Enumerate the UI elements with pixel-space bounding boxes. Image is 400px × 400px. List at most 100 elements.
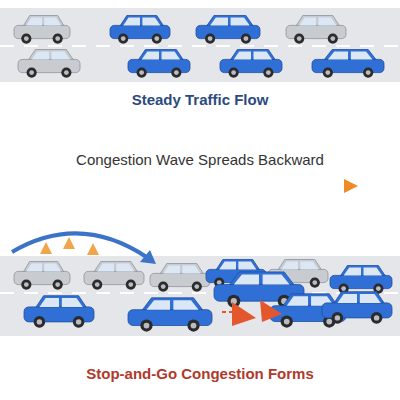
car-cabin	[333, 292, 385, 305]
car-cabin	[216, 260, 260, 271]
car-hub	[376, 286, 381, 291]
car-hub	[194, 284, 199, 289]
curved-arrow-head	[140, 250, 156, 264]
car	[286, 16, 346, 44]
car-wheel	[332, 312, 344, 324]
car-hub	[144, 323, 150, 329]
car-cabin	[228, 272, 295, 286]
car-hub	[208, 36, 213, 41]
car-hub	[266, 70, 271, 75]
car-hub	[231, 70, 236, 75]
car-cabin	[35, 296, 87, 309]
car-wheel	[34, 316, 46, 328]
car-window	[62, 298, 83, 307]
car-window	[328, 52, 348, 60]
car-window	[219, 262, 236, 270]
warning-triangle	[87, 243, 99, 255]
car-window	[97, 264, 114, 272]
car-wheel	[323, 68, 333, 78]
car-body	[128, 310, 212, 326]
brake-arrows	[222, 300, 282, 326]
car-wheel	[73, 316, 85, 328]
car-hub	[325, 70, 330, 75]
car-window	[44, 18, 61, 26]
wave-caption: Congestion Wave Spreads Backward	[0, 151, 400, 169]
car-hub	[312, 280, 317, 285]
car-cabin	[120, 16, 164, 27]
car	[84, 262, 144, 290]
car-window	[351, 52, 373, 60]
car-window	[39, 298, 59, 307]
car-hub	[374, 315, 379, 320]
car-window	[234, 52, 251, 60]
car-wheel	[140, 319, 152, 331]
car-wheel	[61, 68, 71, 78]
warning-triangle	[63, 237, 75, 249]
road-caption: Stop-and-Go Congestion Forms	[0, 365, 400, 383]
car-hub	[24, 282, 29, 287]
car-cabin	[296, 16, 340, 27]
car-window	[173, 300, 198, 309]
car	[110, 16, 170, 44]
car	[14, 262, 70, 290]
car-window	[360, 294, 381, 303]
car-wheel	[53, 34, 63, 44]
car-body	[312, 59, 384, 72]
car-wheel	[363, 68, 373, 78]
car-window	[182, 266, 200, 274]
car-wheel	[158, 282, 168, 292]
car	[128, 50, 190, 78]
car-window	[146, 300, 170, 309]
brake-arrow	[232, 302, 256, 326]
curved-arrow	[12, 233, 148, 258]
car-window	[32, 52, 49, 60]
car-window	[231, 18, 250, 26]
car-wheel	[53, 280, 63, 290]
car	[312, 50, 384, 78]
car-wheel	[187, 319, 199, 331]
car-wheel	[21, 280, 31, 290]
wave-arrow-head	[344, 179, 358, 193]
car-wheel	[263, 68, 273, 78]
car-window	[281, 262, 298, 270]
car-wheel	[241, 34, 251, 44]
car-window	[44, 264, 61, 272]
car-hub	[326, 319, 332, 325]
car-wheel	[137, 68, 147, 78]
car-hub	[161, 284, 166, 289]
car-window	[26, 264, 42, 272]
car-hub	[55, 36, 60, 41]
car-hub	[128, 282, 133, 287]
car-hub	[174, 70, 179, 75]
car-window	[116, 264, 134, 272]
car-hub	[76, 319, 81, 324]
car	[330, 266, 392, 294]
car-window	[263, 275, 290, 285]
car-wheel	[171, 68, 181, 78]
car-hub	[341, 286, 346, 291]
car-window	[142, 52, 159, 60]
car-cabin	[230, 50, 276, 61]
road-top	[0, 8, 400, 82]
car-hub	[139, 70, 144, 75]
car-cabin	[94, 262, 138, 273]
car-hub	[284, 319, 290, 325]
car-wheel	[21, 34, 31, 44]
car-cabin	[28, 50, 74, 61]
car-window	[299, 18, 316, 26]
road-caption: Steady Traffic Flow	[0, 91, 400, 109]
car-window	[210, 18, 228, 26]
cars	[14, 16, 392, 332]
car	[18, 50, 80, 78]
car-cabin	[141, 298, 203, 311]
car-hub	[24, 36, 29, 41]
car-hub	[297, 36, 302, 41]
car	[220, 50, 282, 78]
car-hub	[95, 282, 100, 287]
car-hub	[366, 70, 371, 75]
car-window	[287, 296, 308, 305]
car-hub	[29, 70, 34, 75]
car-wheel	[229, 68, 239, 78]
car-hub	[244, 36, 249, 41]
